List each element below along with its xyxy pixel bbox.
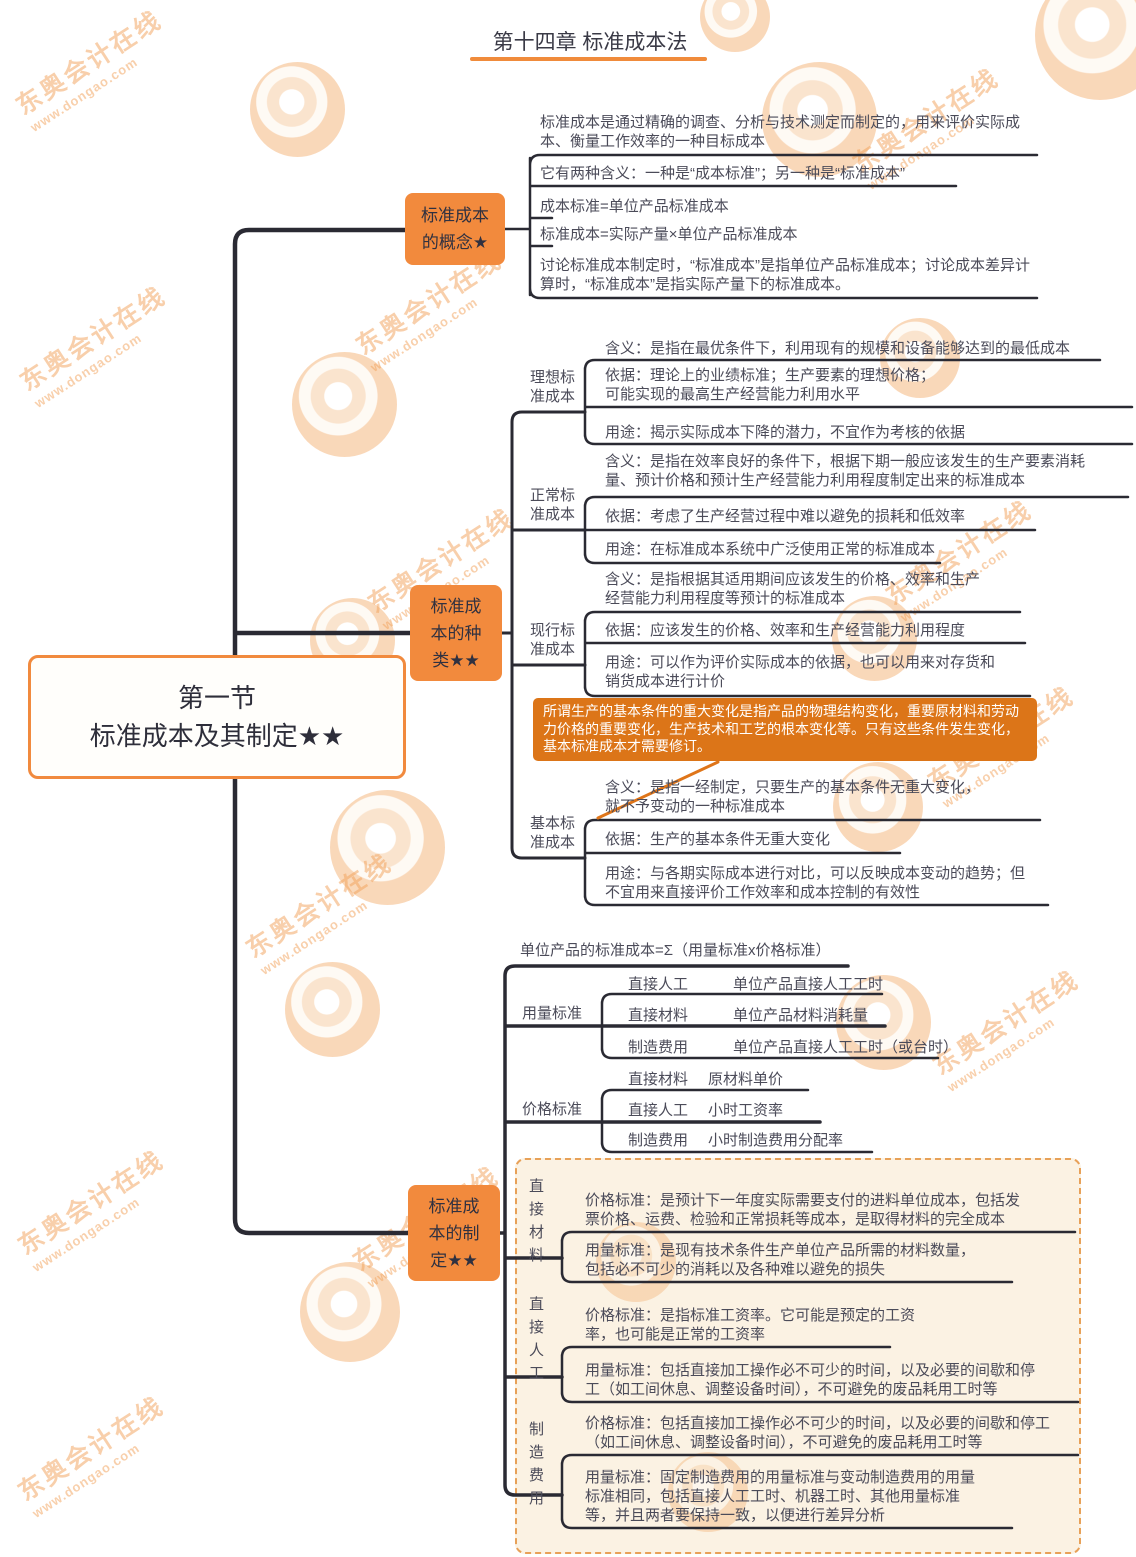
kind-current-basis: 依据：应该发生的价格、效率和生产经营能力利用程度 — [605, 622, 966, 639]
quantity-row-value: 单位产品直接人工工时（或台时） — [733, 1039, 959, 1056]
price-row-value: 原材料单价 — [708, 1071, 784, 1088]
kind-ideal-basis: 依据：理论上的业绩标准；生产要素的理想价格；可能实现的最高生产经营能力利用水平 — [605, 367, 936, 403]
root-title-line1: 第一节 — [177, 683, 256, 713]
watermark-logo — [250, 62, 345, 157]
root-node: 第一节 标准成本及其制定★★ — [28, 655, 406, 779]
price-row-item: 制造费用 — [628, 1132, 689, 1149]
detail-overhead-price: 价格标准：包括直接加工操作必不可少的时间，以及必要的间歇和停工（如工间休息、调整… — [585, 1415, 1051, 1451]
quantity-row-value: 单位产品直接人工工时 — [733, 976, 884, 993]
branch-kinds-node: 标准成本的种类★★ — [410, 585, 502, 681]
price-row-value: 小时制造费用分配率 — [708, 1132, 844, 1149]
kind-normal-basis: 依据：考虑了生产经营过程中难以避免的损耗和低效率 — [605, 508, 966, 525]
price-row-item: 直接人工 — [628, 1102, 689, 1119]
detail-direct-material-quantity: 用量标准：是现有技术条件生产单位产品所需的材料数量，包括必不可少的消耗以及各种难… — [585, 1242, 976, 1278]
kind-current-meaning: 含义：是指根据其适用期间应该发生的价格、效率和生产经营能力利用程度等预计的标准成… — [605, 571, 981, 607]
kind-ideal-meaning: 含义：是指在最优条件下，利用现有的规模和设备能够达到的最低成本 — [605, 340, 1071, 357]
price-standard-label: 价格标准 — [522, 1101, 583, 1118]
title-underline — [470, 57, 707, 61]
concept-item: 标准成本是通过精确的调查、分析与技术测定而制定的，用来评价实际成本、衡量工作效率… — [540, 114, 1021, 150]
detail-direct-labor-quantity: 用量标准：包括直接加工操作必不可少的时间，以及必要的间歇和停工（如工间休息、调整… — [585, 1362, 1036, 1398]
concept-item: 成本标准=单位产品标准成本 — [540, 198, 729, 215]
quantity-standard-label: 用量标准 — [522, 1005, 583, 1022]
kind-basic-label: 基本标准成本 — [530, 815, 576, 851]
kind-basic-meaning: 含义：是指一经制定，只要生产的基本条件无重大变化，就不予变动的一种标准成本 — [605, 779, 981, 815]
price-row-value: 小时工资率 — [708, 1102, 784, 1119]
kind-normal-meaning: 含义：是指在效率良好的条件下，根据下期一般应该发生的生产要素消耗量、预计价格和预… — [605, 453, 1086, 489]
kind-current-label: 现行标准成本 — [530, 622, 576, 658]
concept-item: 它有两种含义：一种是“成本标准”；另一种是“标准成本” — [540, 165, 905, 182]
watermark-logo — [285, 962, 380, 1057]
detail-overhead-quantity: 用量标准：固定制造费用的用量标准与变动制造费用的用量标准相同，包括直接人工工时、… — [585, 1469, 976, 1524]
root-title-line2: 标准成本及其制定★★ — [89, 721, 345, 751]
formula-node: 单位产品的标准成本=Σ（用量标准x价格标准） — [520, 942, 831, 959]
branch-concept-node: 标准成本的概念★ — [405, 193, 505, 265]
kind-ideal-label: 理想标准成本 — [530, 369, 576, 405]
kinds-callout: 所谓生产的基本条件的重大变化是指产品的物理结构变化，重要原材料和劳动力价格的重要… — [533, 698, 1037, 761]
kind-ideal-use: 用途：揭示实际成本下降的潜力，不宜作为考核的依据 — [605, 424, 966, 441]
kind-basic-basis: 依据：生产的基本条件无重大变化 — [605, 831, 831, 848]
kind-normal-use: 用途：在标准成本系统中广泛使用正常的标准成本 — [605, 541, 936, 558]
quantity-row-item: 直接人工 — [628, 976, 689, 993]
detail-group-direct-material-label: 直接材料 — [528, 1178, 544, 1264]
quantity-row-item: 直接材料 — [628, 1007, 689, 1024]
detail-group-overhead-label: 制造费用 — [528, 1421, 544, 1507]
concept-item: 标准成本=实际产量×单位产品标准成本 — [540, 226, 798, 243]
concept-item: 讨论标准成本制定时，“标准成本”是指单位产品标准成本；讨论成本差异计算时，“标准… — [540, 257, 1030, 293]
kind-current-use: 用途：可以作为评价实际成本的依据，也可以用来对存货和销货成本进行计价 — [605, 654, 996, 690]
detail-direct-material-price: 价格标准：是预计下一年度实际需要支付的进料单位成本，包括发票价格、运费、检验和正… — [585, 1192, 1021, 1228]
page-title: 第十四章 标准成本法 — [492, 31, 688, 54]
quantity-row-item: 制造费用 — [628, 1039, 689, 1056]
quantity-row-value: 单位产品材料消耗量 — [733, 1007, 869, 1024]
kind-normal-label: 正常标准成本 — [530, 487, 576, 523]
detail-direct-labor-price: 价格标准：是指标准工资率。它可能是预定的工资率，也可能是正常的工资率 — [585, 1307, 916, 1343]
branch-formulation-node: 标准成本的制定★★ — [408, 1185, 500, 1281]
watermark-logo — [300, 1262, 400, 1362]
detail-group-direct-labor-label: 直接人工 — [528, 1296, 544, 1382]
kind-basic-use: 用途：与各期实际成本进行对比，可以反映成本变动的趋势；但不宜用来直接评价工作效率… — [605, 865, 1026, 901]
watermark-logo — [1035, 0, 1136, 100]
price-row-item: 直接材料 — [628, 1071, 689, 1088]
